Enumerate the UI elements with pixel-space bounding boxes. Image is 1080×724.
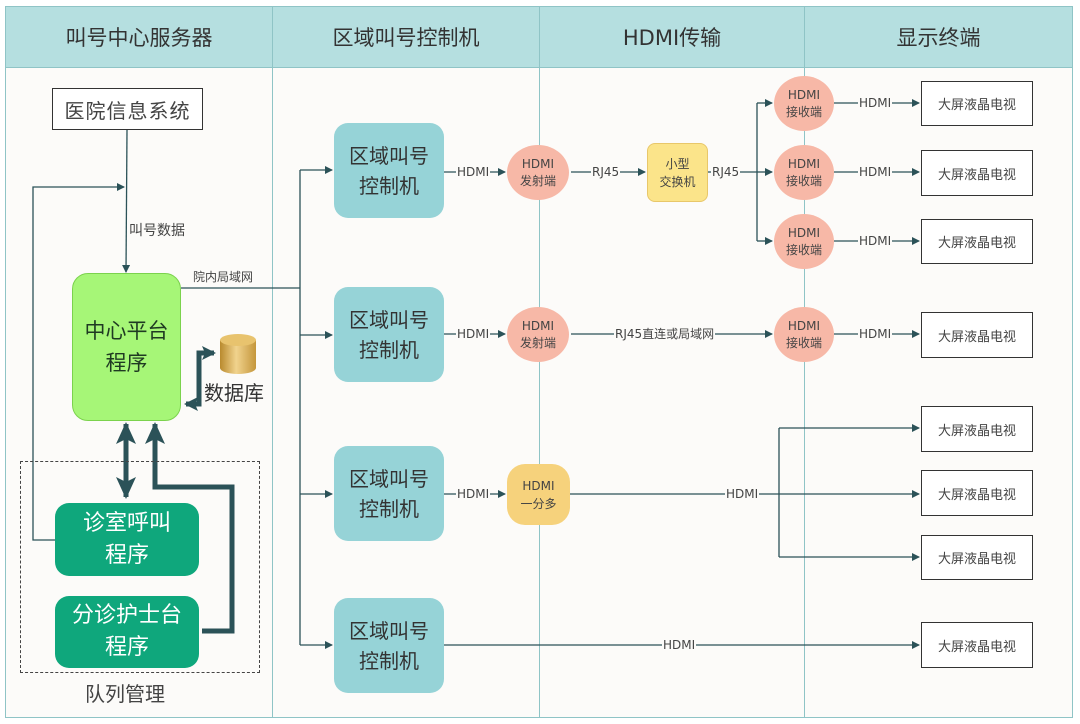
rj45-label: RJ45 — [711, 165, 741, 179]
hdmi-label: HDMI — [858, 96, 893, 110]
hdmi-label: HDMI — [858, 327, 893, 341]
triage-to-central-arrow — [145, 422, 235, 634]
hdmi-label: HDMI — [662, 638, 697, 652]
column-divider — [272, 7, 273, 717]
hdmi-receiver-3: HDMI 接收端 — [774, 214, 834, 269]
database-icon — [220, 334, 256, 374]
column-header-server: 叫号中心服务器 — [6, 7, 272, 68]
hdmi-receiver-4: HDMI 接收端 — [774, 307, 834, 362]
queue-management-label: 队列管理 — [85, 682, 165, 706]
zone-controller-4: 区域叫号 控制机 — [334, 598, 444, 693]
column-header-hdmi: HDMI传输 — [540, 7, 804, 68]
lcd-tv-1: 大屏液晶电视 — [921, 81, 1033, 126]
hdmi-receiver-2: HDMI 接收端 — [774, 145, 834, 200]
lcd-tv-3: 大屏液晶电视 — [921, 219, 1033, 264]
db-link-arrow — [196, 346, 216, 400]
rj45-lan-label: RJ45直连或局域网 — [614, 327, 716, 341]
hdmi-label: HDMI — [725, 487, 760, 501]
his-to-central-arrow — [122, 129, 131, 273]
hdmi-label: HDMI — [456, 327, 491, 341]
column-header-controller: 区域叫号控制机 — [273, 7, 539, 68]
hospital-info-system-box: 医院信息系统 — [52, 88, 203, 130]
lcd-tv-2: 大屏液晶电视 — [921, 150, 1033, 196]
lcd-tv-8: 大屏液晶电视 — [921, 622, 1033, 668]
zone-controller-1: 区域叫号 控制机 — [334, 123, 444, 218]
database-label: 数据库 — [204, 381, 264, 405]
triage-nurse-program-box: 分诊护士台 程序 — [55, 596, 199, 668]
hdmi-label: HDMI — [456, 165, 491, 179]
rj45-label: RJ45 — [591, 165, 621, 179]
lcd-tv-4: 大屏液晶电视 — [921, 312, 1033, 358]
zone-controller-2: 区域叫号 控制机 — [334, 287, 444, 382]
central-platform-box: 中心平台 程序 — [72, 273, 181, 421]
lcd-tv-7: 大屏液晶电视 — [921, 535, 1033, 580]
small-switch-box: 小型 交换机 — [647, 143, 708, 202]
hdmi-label: HDMI — [858, 234, 893, 248]
queue-management-group — [20, 461, 260, 673]
call-data-label: 叫号数据 — [128, 223, 186, 239]
clinic-call-program-box: 诊室呼叫 程序 — [55, 503, 199, 576]
hdmi-splitter-box: HDMI 一分多 — [507, 464, 570, 525]
hdmi-label: HDMI — [858, 165, 893, 179]
column-header-display: 显示终端 — [805, 7, 1072, 68]
hdmi-transmitter-1: HDMI 发射端 — [507, 145, 569, 200]
lcd-tv-6: 大屏液晶电视 — [921, 470, 1033, 516]
hdmi-transmitter-2: HDMI 发射端 — [507, 307, 569, 362]
lcd-tv-5: 大屏液晶电视 — [921, 406, 1033, 452]
hdmi-receiver-1: HDMI 接收端 — [774, 76, 834, 131]
hdmi-label: HDMI — [456, 487, 491, 501]
column-divider — [539, 7, 540, 717]
clinic-feedback-arrow — [32, 183, 125, 541]
zone-controller-3: 区域叫号 控制机 — [334, 446, 444, 541]
lan-label: 院内局域网 — [192, 270, 255, 284]
column-divider — [804, 7, 805, 717]
